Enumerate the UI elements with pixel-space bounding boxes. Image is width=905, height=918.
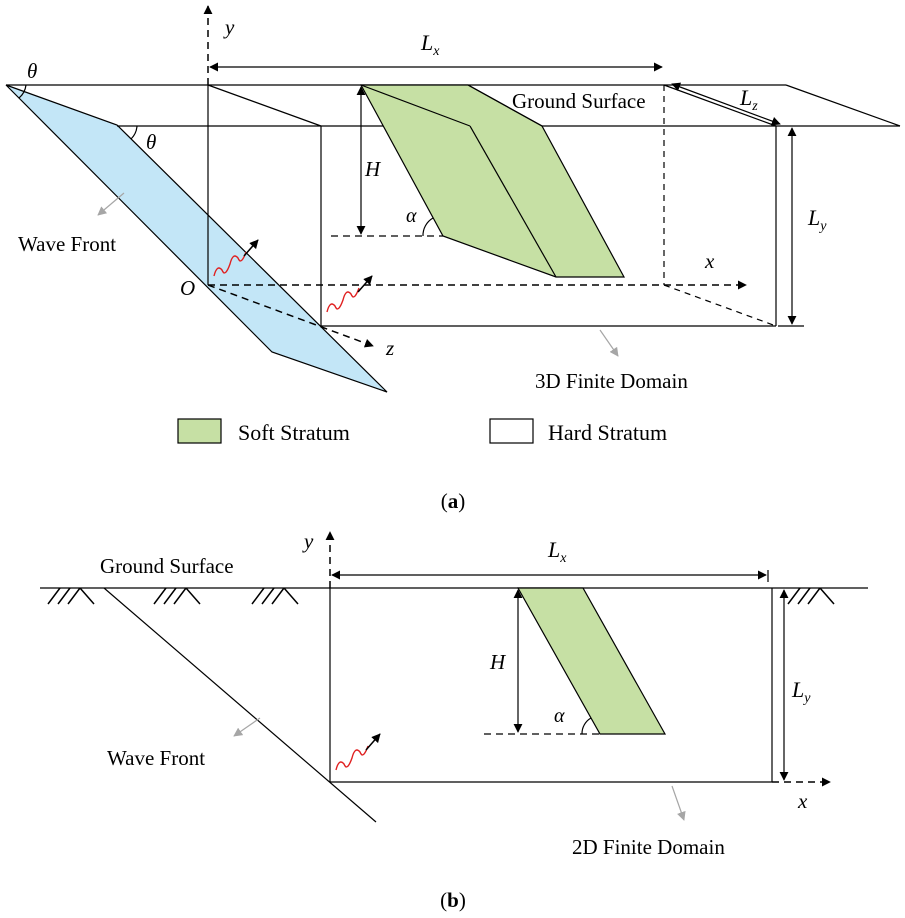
wave-front-label-2d: Wave Front	[107, 746, 205, 770]
ly-label-2d: Ly	[791, 677, 811, 706]
wave-front-leader-3d	[97, 192, 125, 216]
finite-domain-label-2d: 2D Finite Domain	[572, 835, 725, 859]
x-axis-label-2d: x	[797, 789, 808, 813]
wave-front-label-3d: Wave Front	[18, 232, 116, 256]
soft-stratum-2d	[516, 587, 667, 735]
alpha-label-2d: α	[554, 705, 565, 727]
wave-front-line-2d	[103, 587, 377, 823]
lz-label: Lz	[739, 85, 758, 114]
legend-hard-label: Hard Stratum	[548, 420, 667, 445]
panel-b-caption: (b)	[440, 888, 466, 912]
theta-label-lower: θ	[146, 130, 156, 154]
h-label-2d: H	[489, 650, 507, 674]
theta-label-top: θ	[27, 59, 37, 83]
theta-arc-lower	[130, 125, 138, 140]
alpha-arc-2d	[581, 717, 592, 735]
panel-b: y x Lx Ly H α Ground Surface Wave Front …	[40, 529, 868, 912]
wave-front-leader-2d	[233, 717, 261, 737]
origin-label: O	[180, 276, 195, 300]
alpha-arc	[422, 217, 434, 237]
h-label: H	[364, 157, 382, 181]
ground-hatch	[47, 587, 835, 605]
y-axis-label-2d: y	[302, 529, 314, 553]
z-axis-label: z	[385, 336, 394, 360]
panel-a-caption: (a)	[441, 489, 466, 513]
legend-soft-swatch	[177, 418, 222, 444]
wave-arrow-2d	[335, 733, 381, 771]
z-axis-arrow	[207, 284, 374, 348]
legend-hard-swatch	[489, 418, 534, 444]
theta-arc-top	[18, 84, 27, 99]
finite-domain-leader-2d	[671, 785, 686, 821]
lz-dimension-arrow	[671, 82, 781, 126]
finite-box-2d	[329, 588, 773, 783]
alpha-label: α	[406, 205, 417, 227]
wave-arrow-2	[326, 275, 373, 313]
finite-domain-leader-3d	[599, 329, 619, 357]
lx-label: Lx	[420, 30, 440, 59]
y-axis-label: y	[223, 15, 235, 39]
legend-soft-label: Soft Stratum	[238, 420, 350, 445]
soft-stratum-3d	[359, 84, 626, 278]
x-axis-label: x	[704, 249, 715, 273]
ly-label: Ly	[807, 205, 827, 234]
panel-a: y x z O Lx Lz Ly H α θ θ Ground Surface	[5, 5, 901, 513]
lx-label-2d: Lx	[547, 537, 567, 566]
wave-arrow-1	[213, 239, 259, 277]
ground-surface-label-2d: Ground Surface	[100, 554, 234, 578]
ground-surface-label-3d: Ground Surface	[512, 89, 646, 113]
finite-domain-label-3d: 3D Finite Domain	[535, 369, 688, 393]
